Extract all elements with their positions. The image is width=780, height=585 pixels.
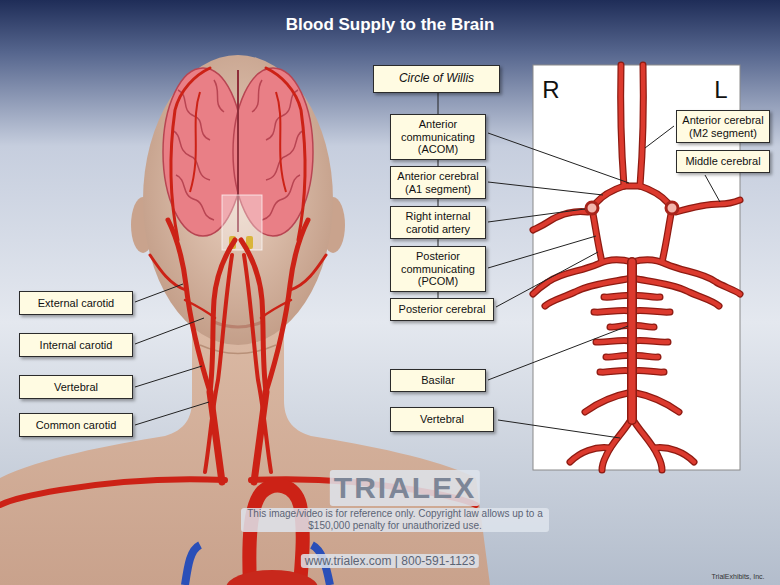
circle-of-willis-drawing-part	[666, 202, 678, 214]
watermark-logo: TRIALEX	[330, 470, 480, 506]
label-text: Circle of Willis	[399, 72, 474, 86]
page-title: Blood Supply to the Brain	[0, 15, 780, 35]
artery-label-box: Right internal carotid artery	[390, 206, 486, 239]
circle-of-willis-drawing-part	[586, 202, 598, 214]
leader-lines-part	[135, 402, 209, 425]
label-text: Vertebral	[54, 381, 98, 394]
leader-lines	[135, 126, 720, 438]
leader-lines-part	[498, 420, 620, 438]
side-letter: R	[542, 76, 559, 105]
label-text: Anterior communicating (ACOM)	[395, 118, 481, 156]
arteries-part	[205, 255, 232, 472]
brain-part	[190, 92, 286, 192]
copyright-notice: This image/video is for reference only. …	[241, 508, 549, 532]
company-credit: TrialExhibits, Inc.	[711, 573, 764, 581]
artery-label-box: Anterior cerebral (M2 segment)	[676, 110, 770, 143]
artery-label-box: Basilar	[390, 369, 486, 392]
label-text: Right internal carotid artery	[395, 210, 481, 235]
artery-label-box: Anterior cerebral (A1 segment)	[390, 166, 486, 199]
label-text: Vertebral	[420, 413, 464, 426]
artery-label-box: Common carotid	[19, 413, 133, 437]
arteries-part	[171, 68, 210, 240]
connector-line	[438, 93, 439, 114]
label-text: Basilar	[421, 374, 455, 387]
head	[131, 55, 345, 354]
artery-label-box: Internal carotid	[19, 333, 133, 357]
connector-line	[438, 199, 439, 206]
label-text: Posterior communicating (PCOM)	[395, 250, 481, 288]
section-heading-box: Circle of Willis	[373, 65, 500, 93]
heart-part	[226, 570, 318, 585]
leader-lines-part	[488, 209, 585, 222]
arteries-part	[266, 68, 305, 240]
leader-lines-part	[488, 236, 596, 268]
leader-lines-part	[496, 252, 598, 307]
arteries-part	[266, 220, 308, 392]
arteries-part	[290, 255, 326, 290]
artery-label-box: Anterior communicating (ACOM)	[390, 114, 486, 160]
leader-lines-part	[135, 318, 204, 344]
leader-lines-part	[135, 366, 202, 387]
label-text: External carotid	[38, 297, 114, 310]
leader-lines-part	[135, 284, 183, 302]
head-part	[214, 322, 262, 327]
connector-line	[438, 239, 439, 246]
arteries-part	[261, 300, 291, 318]
leader-lines-part	[488, 182, 603, 195]
arteries-part	[168, 220, 210, 392]
artery-label-box: Posterior communicating (PCOM)	[390, 246, 486, 292]
leader-lines-part	[645, 126, 674, 148]
label-text: Internal carotid	[40, 339, 113, 352]
artery-label-box: Vertebral	[390, 407, 494, 432]
artery-label-box: Posterior cerebral	[390, 298, 494, 321]
label-text: Posterior cerebral	[399, 303, 486, 316]
circle-of-willis-drawing-part	[627, 262, 637, 420]
head-part	[143, 55, 333, 345]
circle-of-willis-drawing-part	[629, 262, 636, 420]
arteries-part	[244, 255, 271, 472]
leader-lines-part	[705, 175, 720, 202]
label-text: Anterior cerebral (A1 segment)	[395, 170, 481, 195]
label-text: Middle cerebral	[685, 155, 760, 168]
arteries-part	[185, 300, 215, 318]
label-text: Common carotid	[36, 419, 117, 432]
website-footer: www.trialex.com | 800-591-1123	[301, 554, 479, 568]
arteries-part	[0, 479, 225, 505]
leader-lines-part	[488, 133, 629, 183]
artery-label-box: Middle cerebral	[676, 150, 770, 173]
heart-part	[185, 545, 200, 585]
label-text: Anterior cerebral (M2 segment)	[681, 114, 765, 139]
side-letter: L	[714, 76, 727, 105]
artery-label-box: Vertebral	[19, 375, 133, 399]
leader-lines-part	[488, 326, 628, 380]
artery-label-box: External carotid	[19, 291, 133, 315]
